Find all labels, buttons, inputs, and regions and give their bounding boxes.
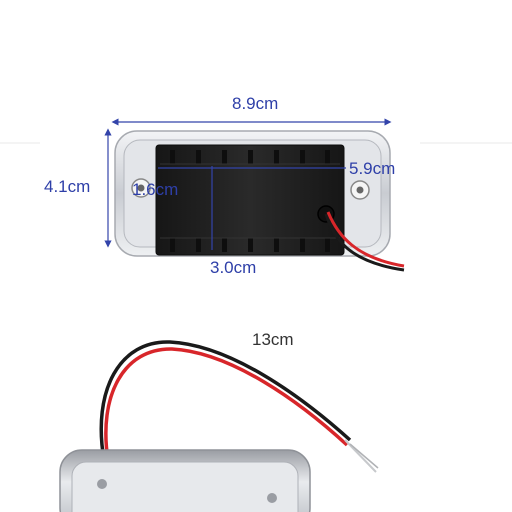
screw-icon [267,493,277,503]
cable-red-arc [104,347,349,461]
housing-ridges-top [170,150,330,164]
cable-black-arc [99,340,352,461]
screw-icon [97,479,107,489]
label-width-total: 8.9cm [232,94,279,113]
wire-black [324,213,405,272]
label-housing-width: 5.9cm [349,159,396,178]
stripped-wire-end [344,439,377,473]
black-housing [155,144,345,256]
screw-icon [137,184,145,192]
top-light-unit [114,130,405,272]
wire-red [326,211,405,268]
label-housing-height: 1.6cm [132,180,179,199]
bottom-light-unit [59,340,379,512]
stripped-wire-end [349,443,379,469]
lens [71,461,299,512]
label-height-total: 4.1cm [44,177,91,196]
housing-ridges-bottom [170,238,330,252]
screw-icon [356,186,364,194]
label-cable-length: 13cm [252,330,294,349]
label-housing-length: 3.0cm [210,258,257,277]
